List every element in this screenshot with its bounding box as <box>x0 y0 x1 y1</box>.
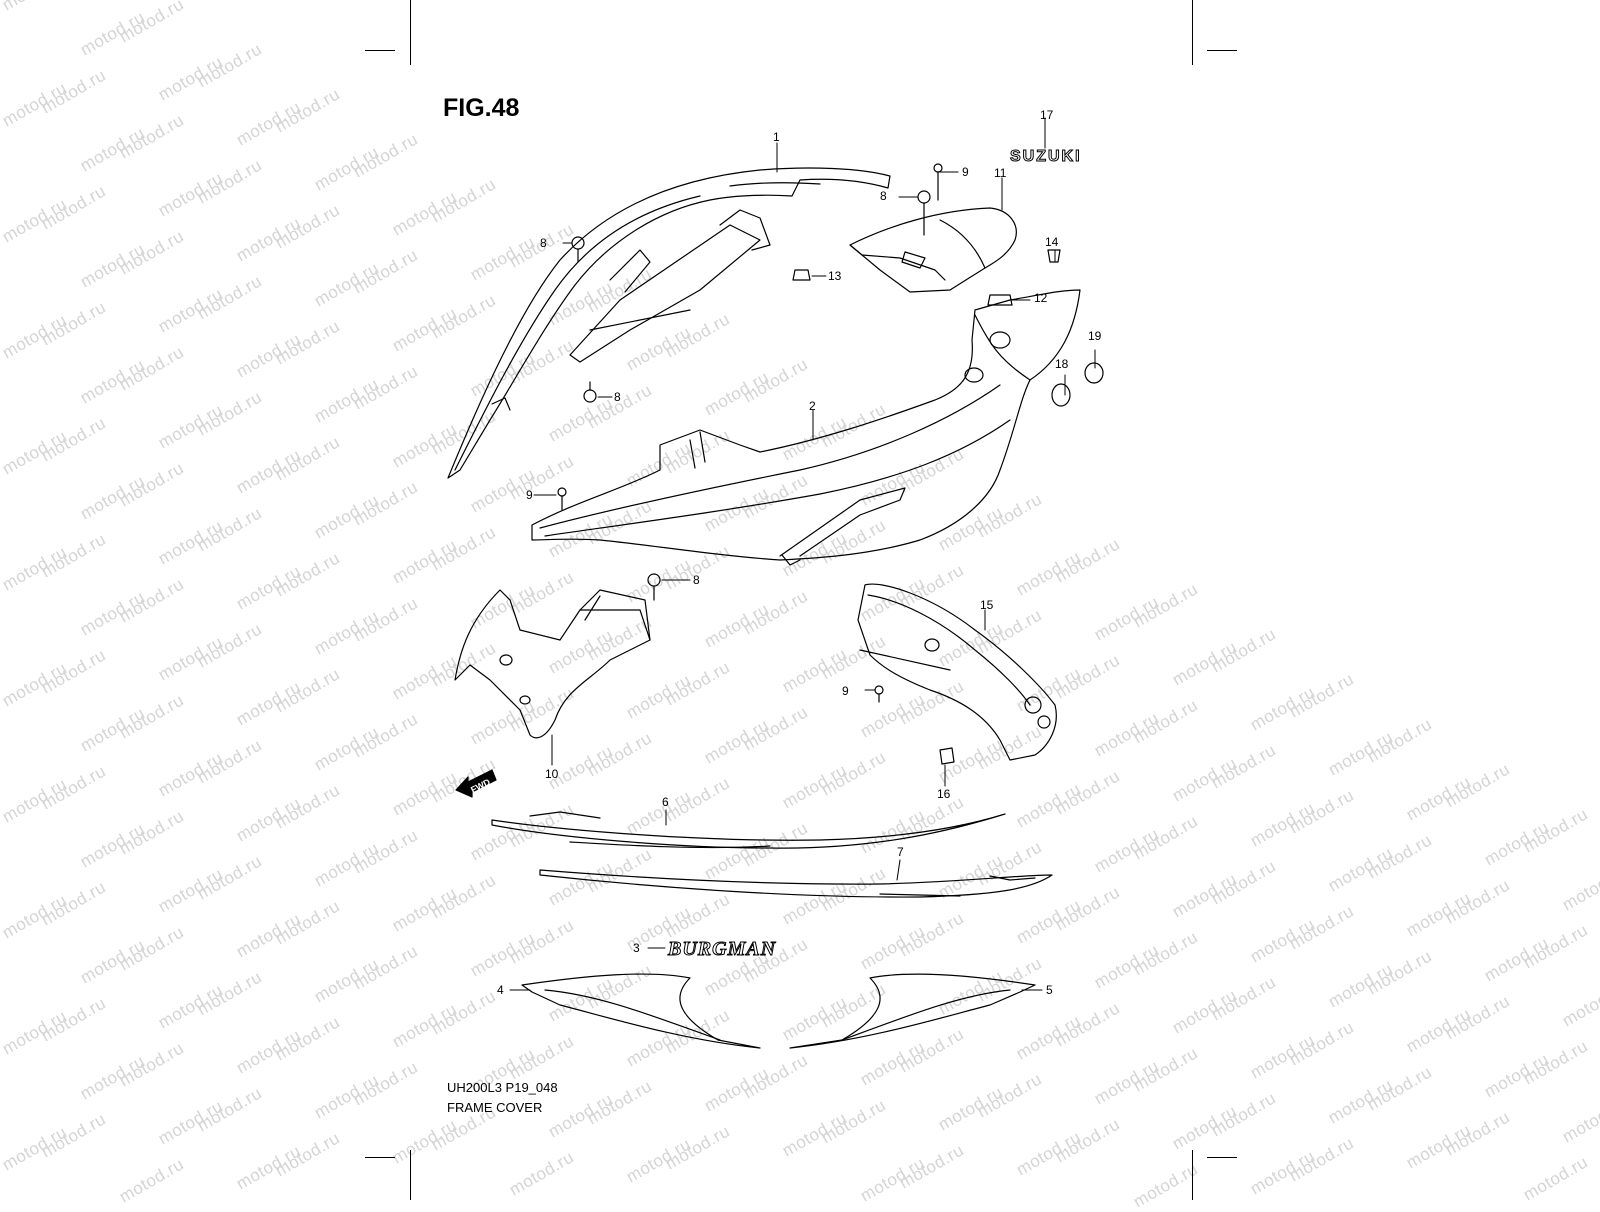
crop-mark <box>410 1150 411 1200</box>
callout-8d: 8 <box>693 573 700 587</box>
figure-code: UH200L3 P19_048 <box>447 1080 558 1095</box>
crop-mark <box>1207 1157 1237 1158</box>
callout-14: 14 <box>1045 235 1059 249</box>
part-2-side-frame-cover <box>531 289 1081 566</box>
part-11-rear-center-cover <box>849 207 1017 293</box>
callout-8b: 8 <box>614 390 621 404</box>
leader-lines <box>509 117 1096 991</box>
callout-12: 12 <box>1034 291 1048 305</box>
figure-name: FRAME COVER <box>447 1100 543 1115</box>
fwd-arrow-icon <box>455 769 497 798</box>
part-5-decal <box>789 973 1036 1049</box>
callout-10: 10 <box>545 767 559 781</box>
crop-mark <box>1192 1150 1193 1200</box>
callout-9b: 9 <box>526 488 533 502</box>
part-1-frame-cover-arm <box>447 167 891 479</box>
crop-mark <box>1192 0 1193 65</box>
part-7-stripe-decal <box>539 869 1053 898</box>
callout-7: 7 <box>897 845 904 859</box>
callout-15: 15 <box>980 598 994 612</box>
callout-16: 16 <box>937 787 951 801</box>
burgman-emblem: BURGMAN <box>667 938 777 960</box>
callout-9a: 9 <box>962 165 969 179</box>
part-10-front-lower-cover <box>454 589 651 739</box>
callout-2: 2 <box>809 399 816 413</box>
callout-3: 3 <box>633 941 640 955</box>
callout-18: 18 <box>1055 357 1069 371</box>
callout-9c: 9 <box>842 684 849 698</box>
figure-title: FIG.48 <box>443 94 520 122</box>
callout-8a: 8 <box>540 236 547 250</box>
callout-5: 5 <box>1046 983 1053 997</box>
crop-mark <box>365 50 395 51</box>
callout-8c: 8 <box>880 189 887 203</box>
part-4-decal <box>521 973 761 1049</box>
callout-4: 4 <box>497 983 504 997</box>
fastener-clips <box>557 163 1104 765</box>
crop-mark <box>1207 50 1237 51</box>
callout-19: 19 <box>1088 329 1102 343</box>
callout-17: 17 <box>1040 108 1054 122</box>
callout-6: 6 <box>662 795 669 809</box>
callout-13: 13 <box>828 269 842 283</box>
suzuki-emblem: SUZUKI <box>1010 148 1082 165</box>
crop-mark <box>365 1157 395 1158</box>
crop-mark <box>410 0 411 65</box>
callout-11: 11 <box>994 166 1007 180</box>
callout-1: 1 <box>773 130 780 144</box>
part-6-stripe-decal <box>491 811 1006 849</box>
part-15-rear-side-cover <box>857 583 1057 761</box>
